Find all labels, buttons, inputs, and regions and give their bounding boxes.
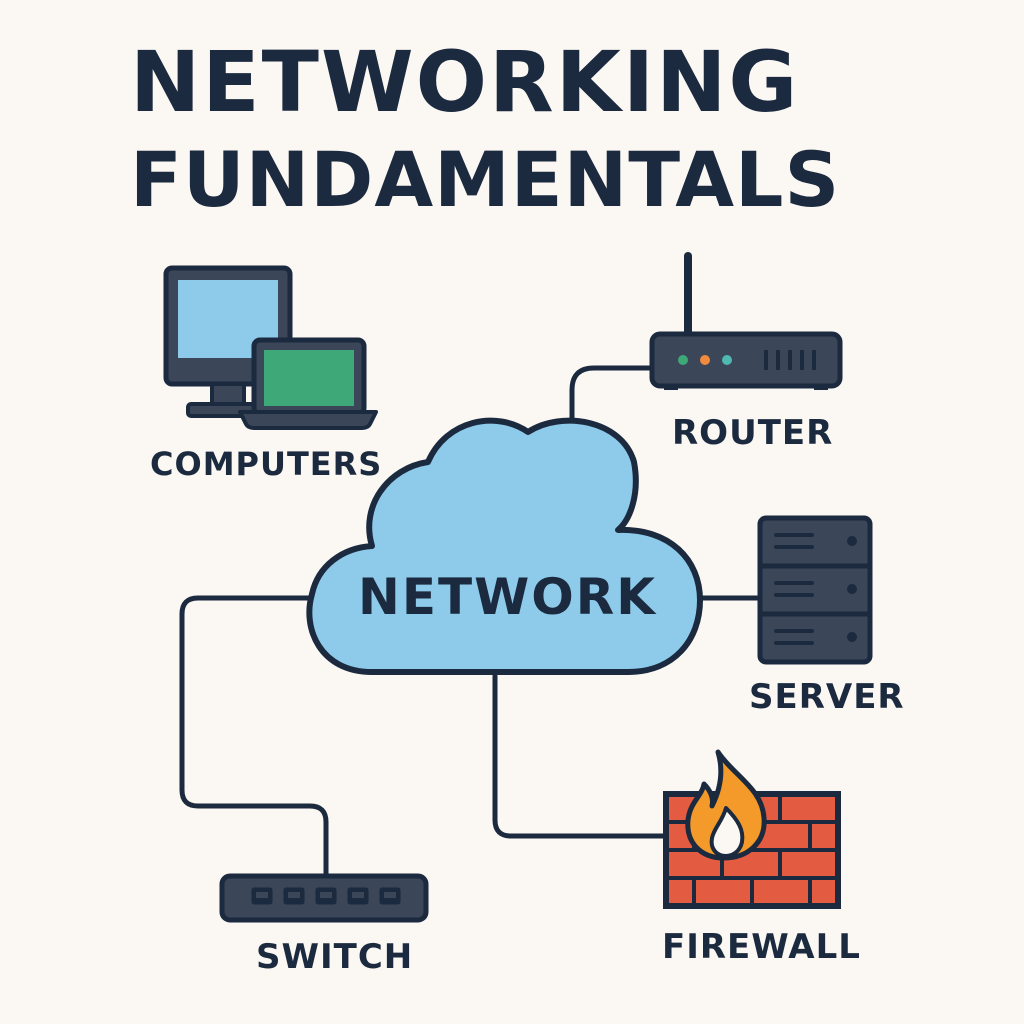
server-icon bbox=[757, 515, 873, 665]
firewall-icon bbox=[663, 749, 841, 909]
computers-label: COMPUTERS bbox=[150, 445, 383, 483]
title-line-1: NETWORKING bbox=[130, 33, 800, 131]
connector-router bbox=[569, 365, 655, 483]
network-cloud-icon bbox=[306, 417, 703, 675]
switch-label: SWITCH bbox=[256, 937, 414, 977]
desktop-monitor-icon bbox=[163, 265, 293, 418]
router-label: ROUTER bbox=[672, 413, 834, 453]
connector-firewall bbox=[492, 673, 669, 839]
network-label: NETWORK bbox=[358, 568, 658, 626]
title-line-2: FUNDAMENTALS bbox=[130, 135, 841, 224]
firewall-label: FIREWALL bbox=[662, 927, 861, 967]
connectors bbox=[179, 365, 763, 879]
server-label: SERVER bbox=[749, 677, 905, 717]
flame-icon bbox=[685, 749, 767, 861]
router-icon bbox=[649, 252, 843, 390]
connector-switch bbox=[179, 595, 329, 879]
laptop-icon bbox=[238, 337, 378, 430]
switch-icon bbox=[219, 873, 429, 923]
